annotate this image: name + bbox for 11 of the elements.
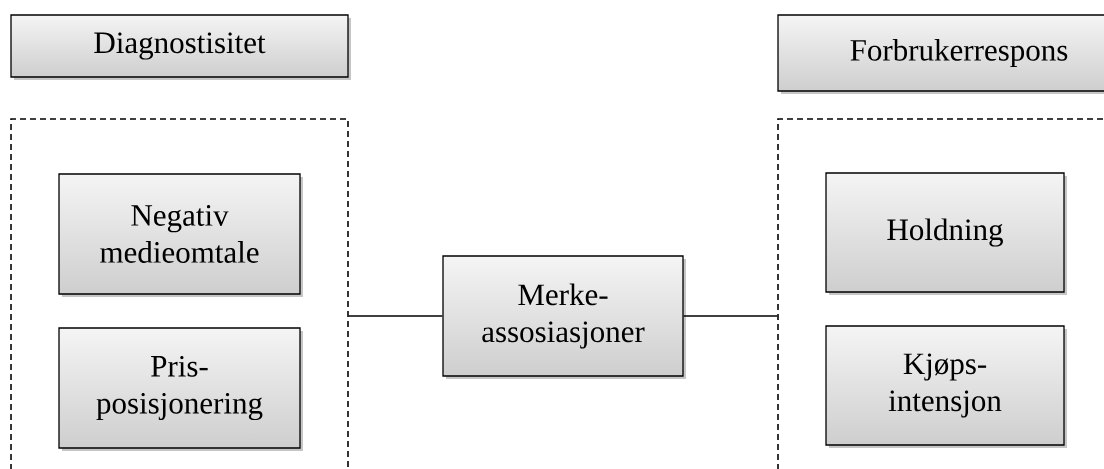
process-box: Negativ medieomtale xyxy=(58,173,303,297)
process-box: Merke- assosiasjoner xyxy=(442,255,686,379)
process-box: Holdning xyxy=(825,172,1067,295)
connector-line xyxy=(348,315,443,317)
connector-line xyxy=(683,315,778,317)
header-box: Forbrukerrespons xyxy=(777,14,1104,94)
process-box: Pris- posisjonering xyxy=(58,327,303,451)
group-frame xyxy=(10,118,349,469)
group-frame xyxy=(777,118,1104,469)
process-box: Kjøps- intensjon xyxy=(825,325,1067,448)
header-box: Diagnostisitet xyxy=(10,14,351,80)
